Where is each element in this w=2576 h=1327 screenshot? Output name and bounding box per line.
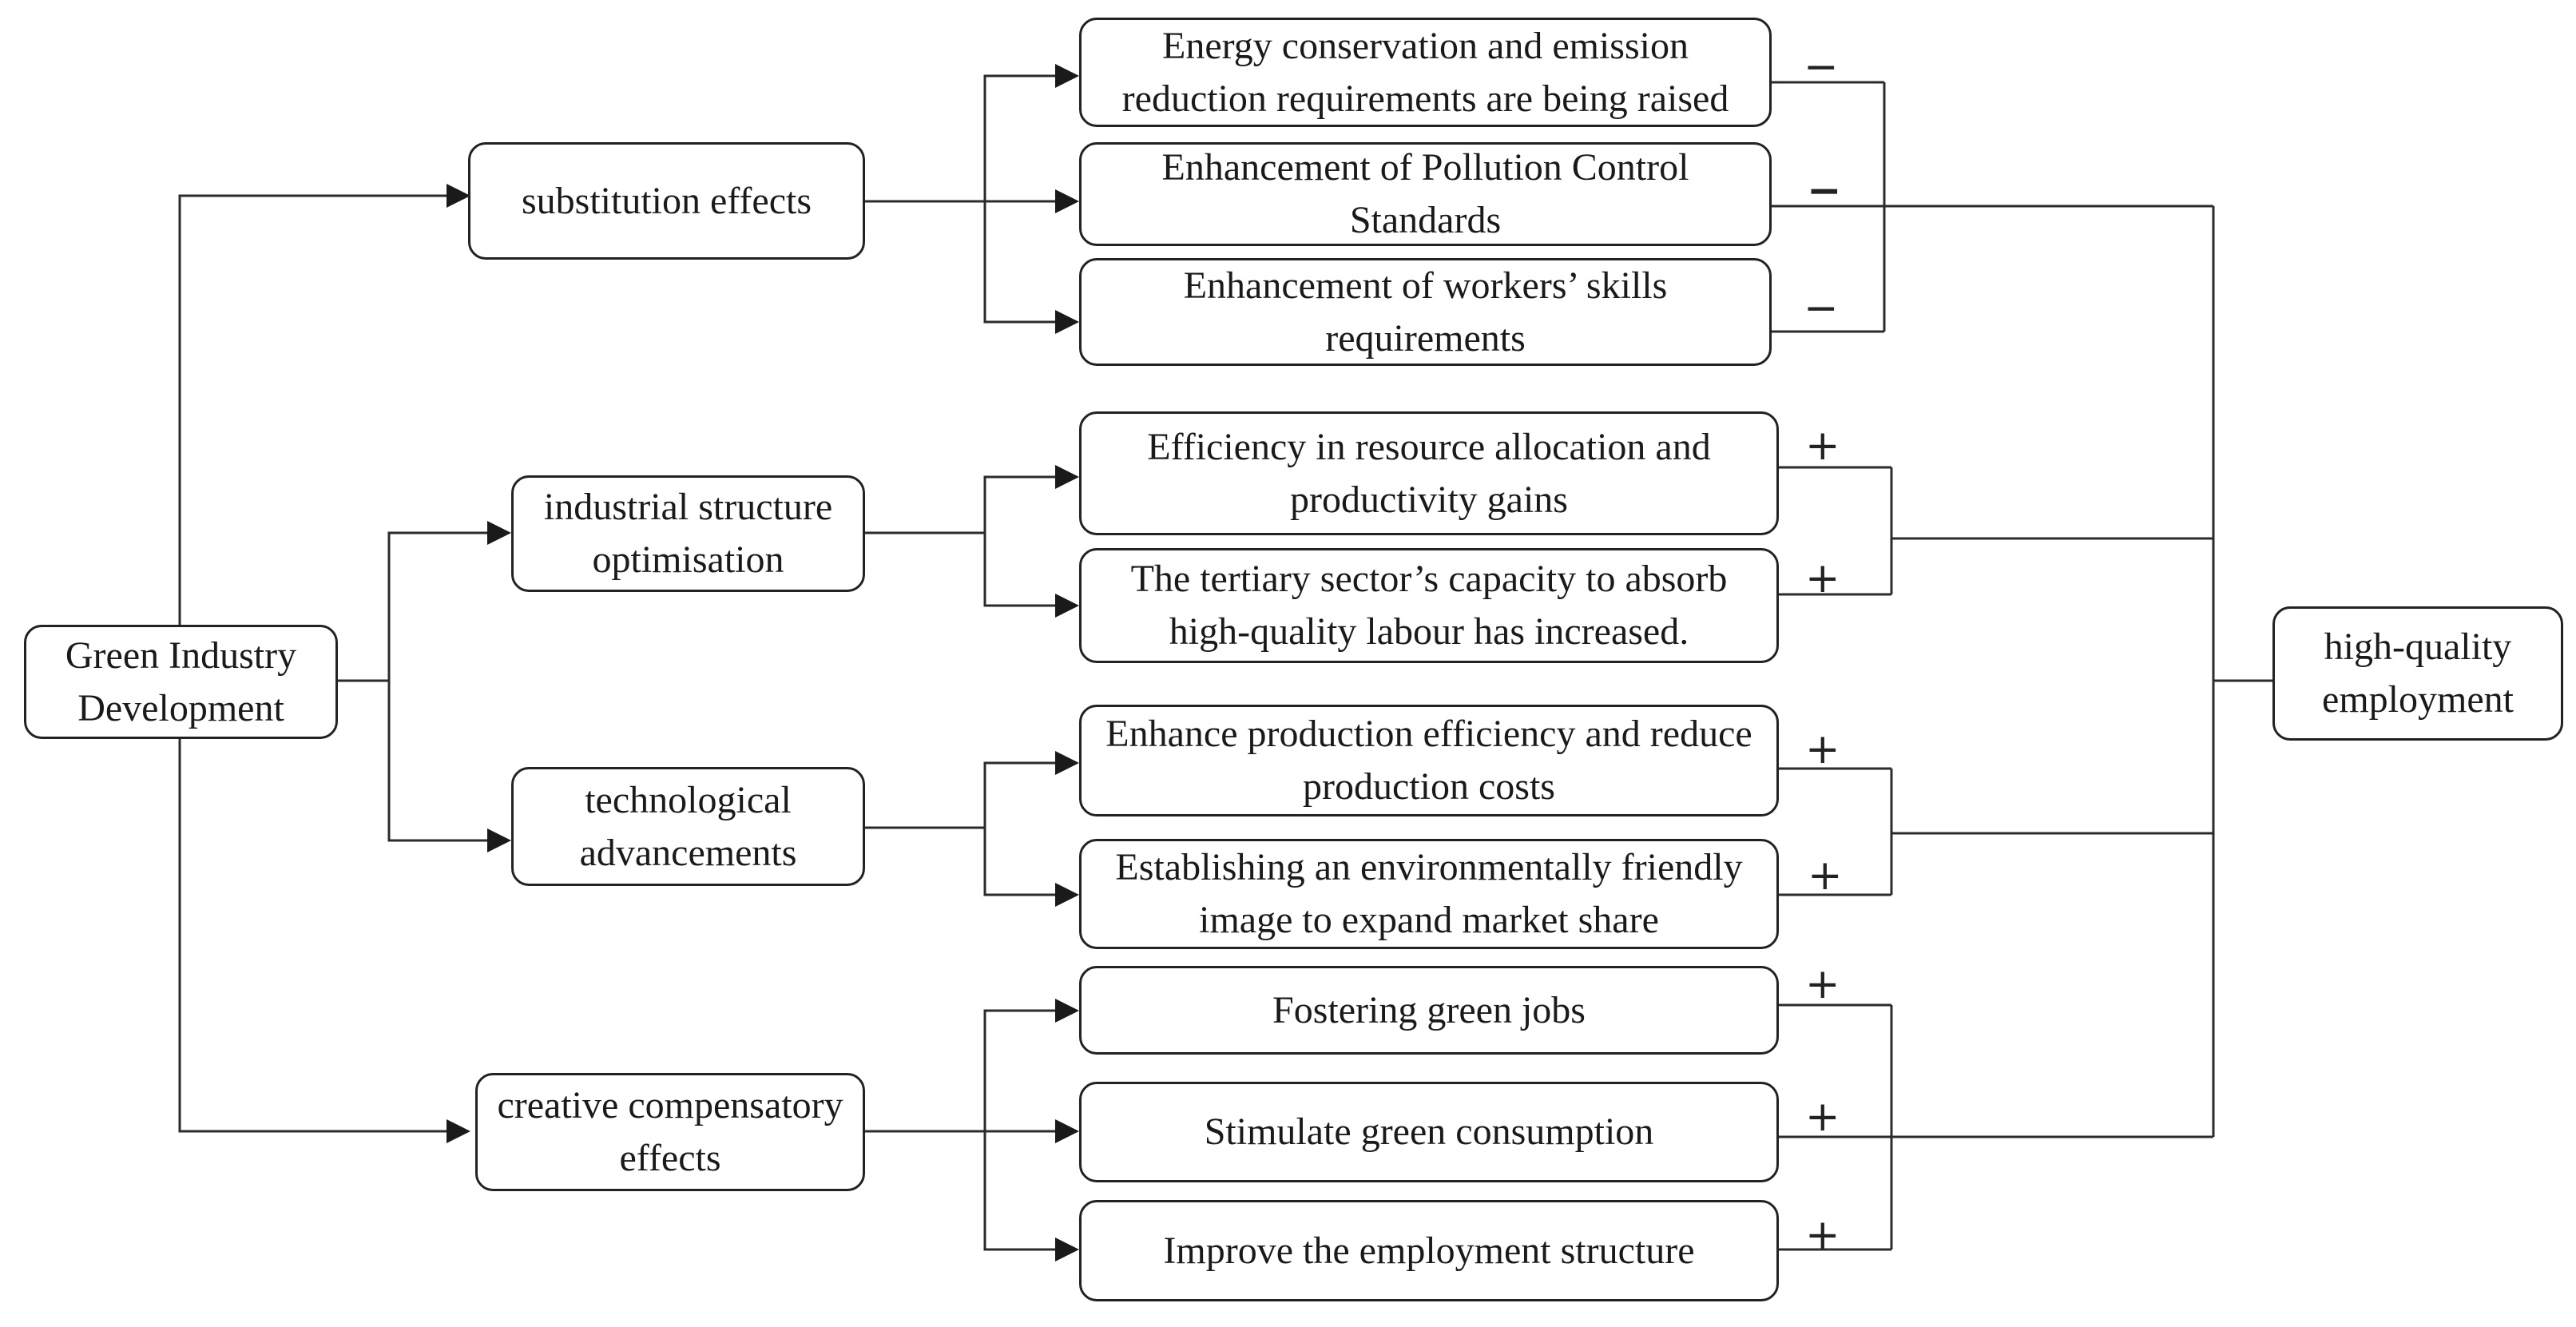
source-to-substitution-arrow (178, 184, 470, 643)
technological-arrow-1 (983, 751, 1079, 828)
technological-arrow-2 (983, 828, 1079, 907)
sign-energy-conservation: − (1804, 43, 1839, 91)
effect-label: Fostering green jobs (1272, 988, 1586, 1031)
effect-label: Enhancement of Pollution Control Standar… (1161, 146, 1689, 241)
compensatory-arrow-3 (983, 1131, 1079, 1261)
target-node: high-quality employment (2272, 606, 2563, 741)
effect-pollution-control: Enhancement of Pollution Control Standar… (1079, 142, 1772, 246)
industrial-arrow-2 (983, 533, 1079, 618)
channel-creative-compensatory-effects: creative compensatory effects (475, 1073, 865, 1191)
effect-label: Stimulate green consumption (1204, 1110, 1654, 1153)
compensatory-arrow-1 (983, 999, 1079, 1131)
source-label: Green Industry Development (65, 634, 297, 729)
sign-green-jobs: + (1805, 960, 1840, 1008)
effect-label: Improve the employment structure (1163, 1229, 1695, 1272)
sign-workers-skills: − (1804, 284, 1839, 332)
effect-production-efficiency: Enhance production efficiency and reduce… (1079, 705, 1779, 816)
source-to-technological-arrow (387, 681, 511, 852)
channel-label: creative compensatory effects (497, 1084, 843, 1179)
channel-label: substitution effects (521, 179, 812, 222)
effect-workers-skills: Enhancement of workers’ skills requireme… (1079, 258, 1772, 366)
channel-label: technological advancements (579, 778, 797, 874)
source-node: Green Industry Development (24, 625, 338, 739)
effect-green-jobs: Fostering green jobs (1079, 966, 1779, 1055)
channel-label: industrial structure optimisation (543, 486, 833, 581)
effect-energy-conservation: Energy conservation and emission reducti… (1079, 18, 1772, 127)
sign-green-consumption: + (1805, 1093, 1840, 1141)
sign-pollution-control: − (1807, 167, 1842, 215)
sign-production-efficiency: + (1805, 725, 1840, 773)
effect-environmental-image: Establishing an environmentally friendly… (1079, 839, 1779, 949)
effect-green-consumption: Stimulate green consumption (1079, 1082, 1779, 1182)
effect-label: Establishing an environmentally friendly… (1115, 846, 1743, 941)
sign-environmental-image: + (1808, 852, 1843, 900)
effect-label: Efficiency in resource allocation and pr… (1147, 425, 1711, 521)
effect-label: The tertiary sector’s capacity to absorb… (1130, 558, 1728, 653)
target-label: high-quality employment (2322, 626, 2514, 721)
effect-label: Enhance production efficiency and reduce… (1105, 713, 1752, 808)
effect-employment-structure: Improve the employment structure (1079, 1200, 1779, 1301)
effect-label: Energy conservation and emission reducti… (1121, 24, 1729, 120)
effect-resource-allocation: Efficiency in resource allocation and pr… (1079, 411, 1779, 535)
effect-tertiary-sector: The tertiary sector’s capacity to absorb… (1079, 548, 1779, 663)
industrial-arrow-1 (983, 465, 1079, 533)
source-to-compensatory-arrow (178, 739, 470, 1143)
effect-label: Enhancement of workers’ skills requireme… (1183, 264, 1668, 360)
channel-substitution-effects: substitution effects (468, 142, 865, 260)
substitution-arrow-3 (983, 201, 1079, 334)
channel-industrial-structure-optimisation: industrial structure optimisation (511, 475, 865, 592)
channel-technological-advancements: technological advancements (511, 767, 865, 886)
sign-tertiary-sector: + (1805, 554, 1840, 602)
sign-resource-allocation: + (1805, 422, 1840, 470)
sign-employment-structure: + (1805, 1211, 1840, 1259)
source-to-industrial-arrow (387, 521, 511, 681)
substitution-arrow-1 (983, 64, 1079, 201)
